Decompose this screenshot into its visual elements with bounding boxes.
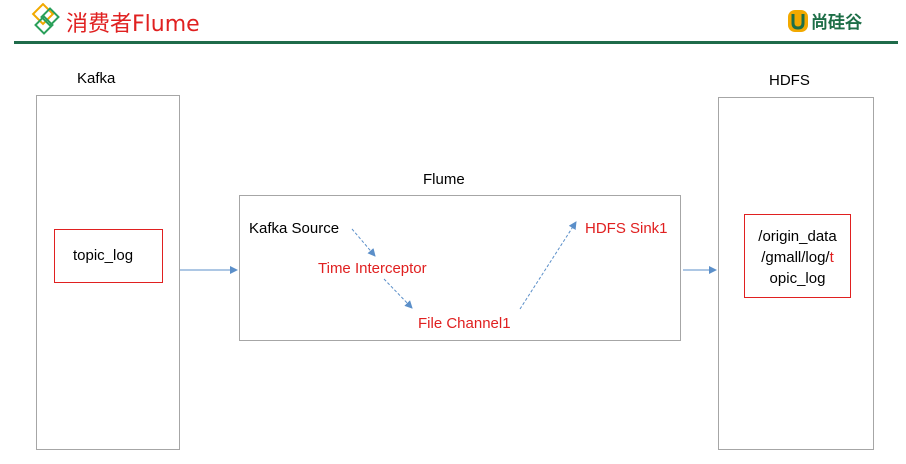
diamond-logo-icon: [28, 2, 66, 44]
hdfs-path-box: /origin_data /gmall/log/t opic_log: [744, 214, 851, 298]
arrow-source-to-interceptor: [351, 228, 376, 257]
hdfs-path-line3: opic_log: [769, 270, 826, 287]
flume-title: Flume: [423, 171, 465, 188]
flume-box: [239, 195, 681, 341]
hdfs-path-line2: /gmall/log/t: [745, 247, 850, 268]
kafka-source-label: Kafka Source: [249, 220, 340, 237]
hdfs-path-line1: /origin_data: [758, 228, 837, 245]
arrow-channel-to-sink: [519, 221, 577, 310]
hdfs-sink-label: HDFS Sink1: [585, 220, 668, 237]
time-interceptor-label: Time Interceptor: [318, 260, 427, 277]
brand-u-icon: [788, 9, 808, 32]
brand-logo: 尚硅谷: [788, 8, 862, 33]
brand-name: 尚硅谷: [811, 13, 862, 33]
kafka-title: Kafka: [77, 70, 116, 87]
arrow-interceptor-to-channel: [383, 278, 413, 309]
hdfs-path-line2-black: /gmall/log/: [761, 249, 830, 266]
file-channel-label: File Channel1: [418, 315, 511, 332]
topic-label: topic_log: [73, 247, 134, 264]
header-divider: [14, 41, 898, 44]
topic-box: [54, 229, 163, 283]
page-title: 消费者Flume: [66, 12, 200, 37]
hdfs-path-line2-red: t: [829, 249, 834, 266]
hdfs-title: HDFS: [769, 72, 810, 89]
